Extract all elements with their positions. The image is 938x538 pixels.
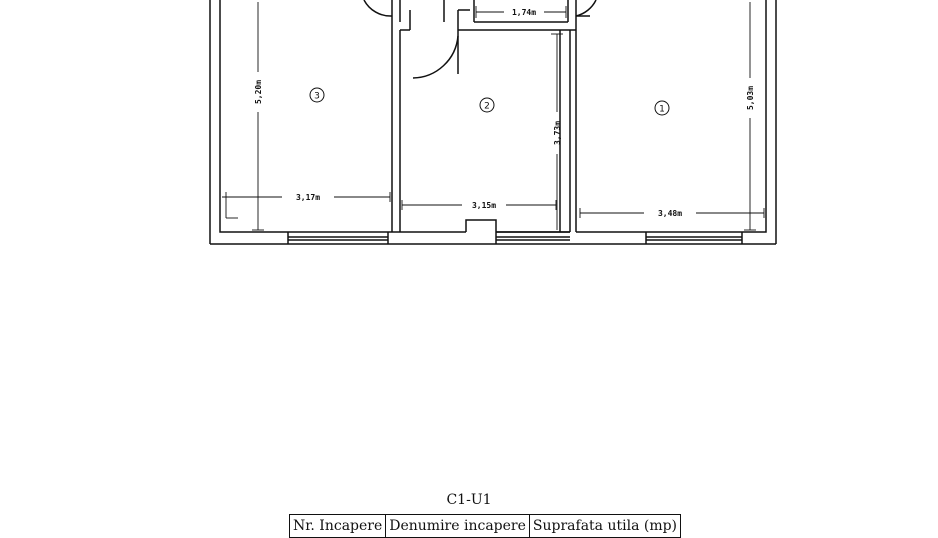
room-2-marker	[479, 97, 495, 113]
header-usable-area: Suprafata utila (mp)	[528, 514, 682, 538]
column-notch	[465, 219, 497, 232]
unit-title: C1-U1	[446, 492, 492, 508]
inner-wall-left	[219, 0, 288, 233]
window-room1	[645, 231, 743, 244]
dim-room3-width: 3,17m	[296, 193, 320, 202]
room-table: Nr. Incapere Denumire incapere Suprafata…	[288, 514, 682, 538]
dim-room2-length: 3,73m	[553, 121, 562, 145]
room-1-marker	[654, 100, 670, 116]
dim-room1-length: 5,03m	[746, 86, 755, 110]
dim-room2-width: 3,15m	[472, 201, 496, 210]
window-room2	[495, 231, 570, 244]
dim-room3-length: 5,20m	[254, 80, 263, 104]
door-room2	[412, 30, 459, 79]
door-swing-room1	[575, 0, 597, 17]
header-room-number: Nr. Incapere	[288, 514, 387, 538]
door-swing-room3	[363, 0, 393, 17]
floor-plan-drawing: 3 2 1 1,74m 3,17m 5,20m 3,15m 3,73m 3,48…	[209, 0, 777, 245]
table-header-row: Nr. Incapere Denumire incapere Suprafata…	[288, 514, 682, 538]
header-room-name: Denumire incapere	[385, 514, 530, 538]
dim-room1-width: 3,48m	[658, 209, 682, 218]
dim-corridor-width: 1,74m	[512, 8, 536, 17]
room-3-marker	[309, 87, 325, 103]
room-3-number: 3	[314, 92, 320, 102]
room-2-number: 2	[484, 102, 490, 112]
inner-wall-right	[742, 0, 767, 233]
room-1-number: 1	[659, 105, 665, 115]
window-room3	[287, 231, 389, 244]
